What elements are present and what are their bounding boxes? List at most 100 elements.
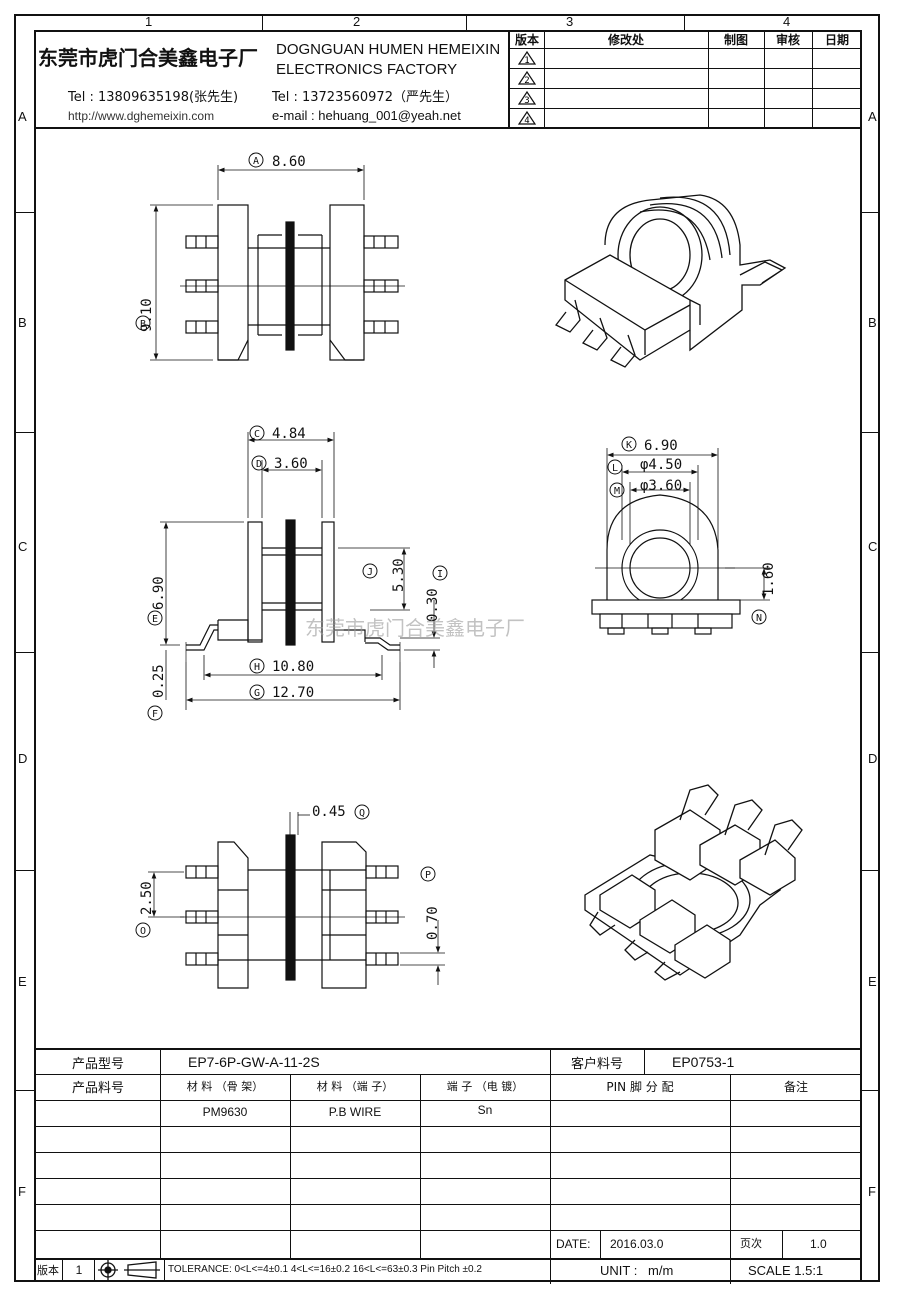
- zone-row-label: E: [868, 974, 877, 989]
- dim-label-F: 0.25: [151, 664, 167, 698]
- svg-text:Q: Q: [359, 808, 365, 819]
- dim-label-A: A 8.60: [248, 152, 306, 170]
- dim-label-P: P: [420, 866, 436, 882]
- pin-assignment-label: PIN 脚 分 配: [606, 1079, 674, 1094]
- dim-label-H: H 10.80: [249, 658, 314, 675]
- zone-divider: [262, 14, 263, 30]
- bobbin-material-value: PM9630: [202, 1105, 248, 1119]
- projection-symbol-icon: [98, 1260, 160, 1280]
- zone-tick: [862, 432, 880, 433]
- product-model-label: 产品型号: [71, 1056, 124, 1072]
- rev-col-date: 日期: [824, 32, 849, 47]
- svg-text:C: C: [254, 429, 260, 440]
- svg-text:10.80: 10.80: [272, 659, 314, 675]
- svg-text:φ4.50: φ4.50: [640, 457, 682, 473]
- svg-text:J: J: [367, 567, 373, 578]
- header-divider: [34, 127, 862, 129]
- phone-2: Tel : 13723560972（严先生）: [272, 90, 458, 105]
- email: e-mail : hehuang_001@yeah.net: [272, 108, 461, 123]
- plating-value: Sn: [477, 1103, 493, 1117]
- svg-text:6.90: 6.90: [151, 576, 167, 610]
- svg-text:F: F: [152, 709, 158, 720]
- zone-row-label: A: [18, 109, 27, 124]
- unit-label: UNIT :: [600, 1263, 638, 1278]
- dim-label-C: C 4.84: [249, 425, 306, 442]
- zone-row-label: F: [18, 1184, 26, 1199]
- version-value: 1: [75, 1263, 83, 1277]
- svg-text:M: M: [614, 486, 620, 497]
- svg-text:0.30: 0.30: [425, 588, 441, 622]
- revision-mark: 1: [524, 56, 529, 66]
- website-link[interactable]: http://www.dghemeixin.com: [68, 109, 215, 123]
- revision-table: [508, 30, 862, 127]
- sheet-border: [14, 14, 880, 1282]
- dim-label-O: O: [135, 922, 151, 938]
- zone-row-label: B: [868, 315, 877, 330]
- svg-text:8.60: 8.60: [272, 154, 306, 170]
- zone-tick: [14, 870, 34, 871]
- svg-text:A: A: [253, 156, 259, 167]
- dim-label-O: 2.50: [139, 881, 155, 915]
- pin-material-label: 材 料 （端 子）: [316, 1080, 394, 1093]
- rev-col-check: 审核: [775, 32, 800, 47]
- date-label: DATE:: [556, 1237, 591, 1251]
- isometric-view-bottom: [584, 784, 803, 981]
- zone-tick: [862, 212, 880, 213]
- svg-text:P: P: [425, 870, 431, 881]
- technical-drawing: A8.60 9.10 B C4.84 D3.60 6.90 E 0.25 F H…: [135, 152, 803, 989]
- zone-divider: [684, 14, 685, 30]
- svg-text:4.84: 4.84: [272, 426, 306, 442]
- zone-row-label: C: [18, 539, 28, 554]
- zone-row-label: C: [868, 539, 878, 554]
- product-pn-label: 产品料号: [71, 1080, 124, 1096]
- dim-label-I: I: [432, 565, 448, 581]
- zone-tick: [14, 432, 34, 433]
- dim-label-J: 5.30: [391, 558, 407, 592]
- remark-label: 备注: [783, 1079, 808, 1094]
- zone-col-label: 4: [783, 14, 791, 29]
- dim-label-E: 6.90: [151, 576, 167, 610]
- svg-text:1.60: 1.60: [761, 562, 777, 596]
- scale: SCALE 1.5:1: [748, 1263, 824, 1278]
- zone-row-label: A: [868, 109, 877, 124]
- svg-text:0.45: 0.45: [312, 804, 346, 820]
- rev-col-drawn: 制图: [723, 32, 748, 47]
- rev-col-version: 版本: [514, 32, 539, 47]
- svg-text:D: D: [256, 459, 262, 470]
- zone-row-label: D: [868, 751, 878, 766]
- dim-label-B: B: [135, 315, 151, 331]
- svg-text:12.70: 12.70: [272, 685, 314, 701]
- svg-text:I: I: [437, 569, 443, 580]
- column-zone-bar: [34, 14, 862, 31]
- dim-label-J: J: [362, 563, 378, 579]
- svg-text:B: B: [140, 319, 146, 330]
- company-name-cn: 东莞市虎门合美鑫电子厂: [38, 46, 258, 70]
- zone-tick: [862, 652, 880, 653]
- svg-text:N: N: [756, 613, 762, 624]
- company-name-en-line2: ELECTRONICS FACTORY: [276, 61, 458, 78]
- dim-label-N: 1.60: [761, 562, 777, 596]
- rev-col-change: 修改处: [607, 32, 644, 47]
- date-value: 2016.03.0: [610, 1237, 664, 1251]
- page-label: 页次: [740, 1237, 762, 1250]
- zone-row-label: F: [868, 1184, 876, 1199]
- svg-text:K: K: [626, 440, 632, 451]
- bobbin-material-label: 材 料 （骨 架）: [186, 1080, 264, 1093]
- zone-row-label: E: [18, 974, 27, 989]
- drawing-border: [34, 30, 862, 1282]
- front-view: [591, 448, 770, 635]
- svg-text:φ3.60: φ3.60: [640, 478, 682, 494]
- company-name-en-line1: DOGNGUAN HUMEN HEMEIXIN: [276, 41, 501, 58]
- customer-pn-value: EP0753-1: [672, 1054, 735, 1070]
- svg-text:G: G: [254, 688, 260, 699]
- tolerance-note: TOLERANCE: 0<L<=4±0.1 4<L<=16±0.2 16<L<=…: [168, 1264, 482, 1275]
- svg-text:9.10: 9.10: [139, 298, 155, 332]
- dim-label-F: F: [147, 705, 163, 721]
- svg-text:H: H: [254, 662, 260, 673]
- dim-label-I: 0.30: [425, 588, 441, 622]
- zone-divider: [466, 14, 467, 30]
- title-block: [34, 1048, 862, 1284]
